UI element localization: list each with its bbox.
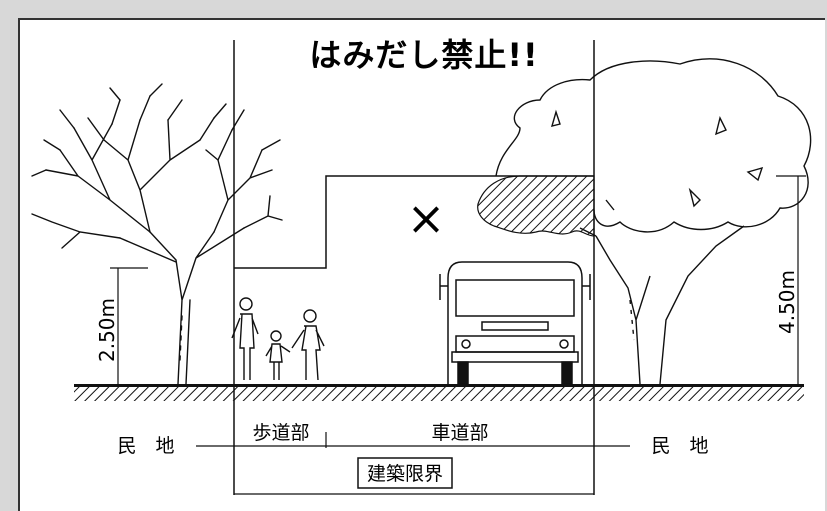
ground-line	[74, 384, 804, 387]
private-land-right-label: 民 地	[651, 435, 708, 457]
sidewalk-label: 歩道部	[252, 422, 309, 444]
clearance-limit-label: 建築限界	[367, 463, 443, 485]
private-land-left-label: 民 地	[117, 435, 174, 457]
pedestrians	[231, 297, 325, 381]
dimension-2-50-label: 2.50m	[95, 298, 119, 362]
ground-hatch-left	[74, 387, 234, 401]
clearance-limit-box	[357, 457, 453, 489]
dimension-4-50: 4.50m	[775, 175, 806, 384]
title-text: はみだし禁止!!	[309, 36, 538, 74]
dimension-2-50: 2.50m	[95, 267, 148, 384]
bus-front	[439, 261, 591, 385]
dimension-4-50-label: 4.50m	[775, 270, 799, 334]
prohibited-x-mark: ×	[407, 191, 446, 245]
ground-hatch-right	[594, 387, 804, 401]
roadway-label: 車道部	[431, 422, 488, 444]
ground-hatch-road	[234, 387, 594, 401]
left-tree	[31, 83, 283, 385]
tree-intrusion-hatch	[477, 175, 595, 237]
diagram-panel	[18, 18, 825, 511]
clearance-envelope	[234, 175, 594, 269]
